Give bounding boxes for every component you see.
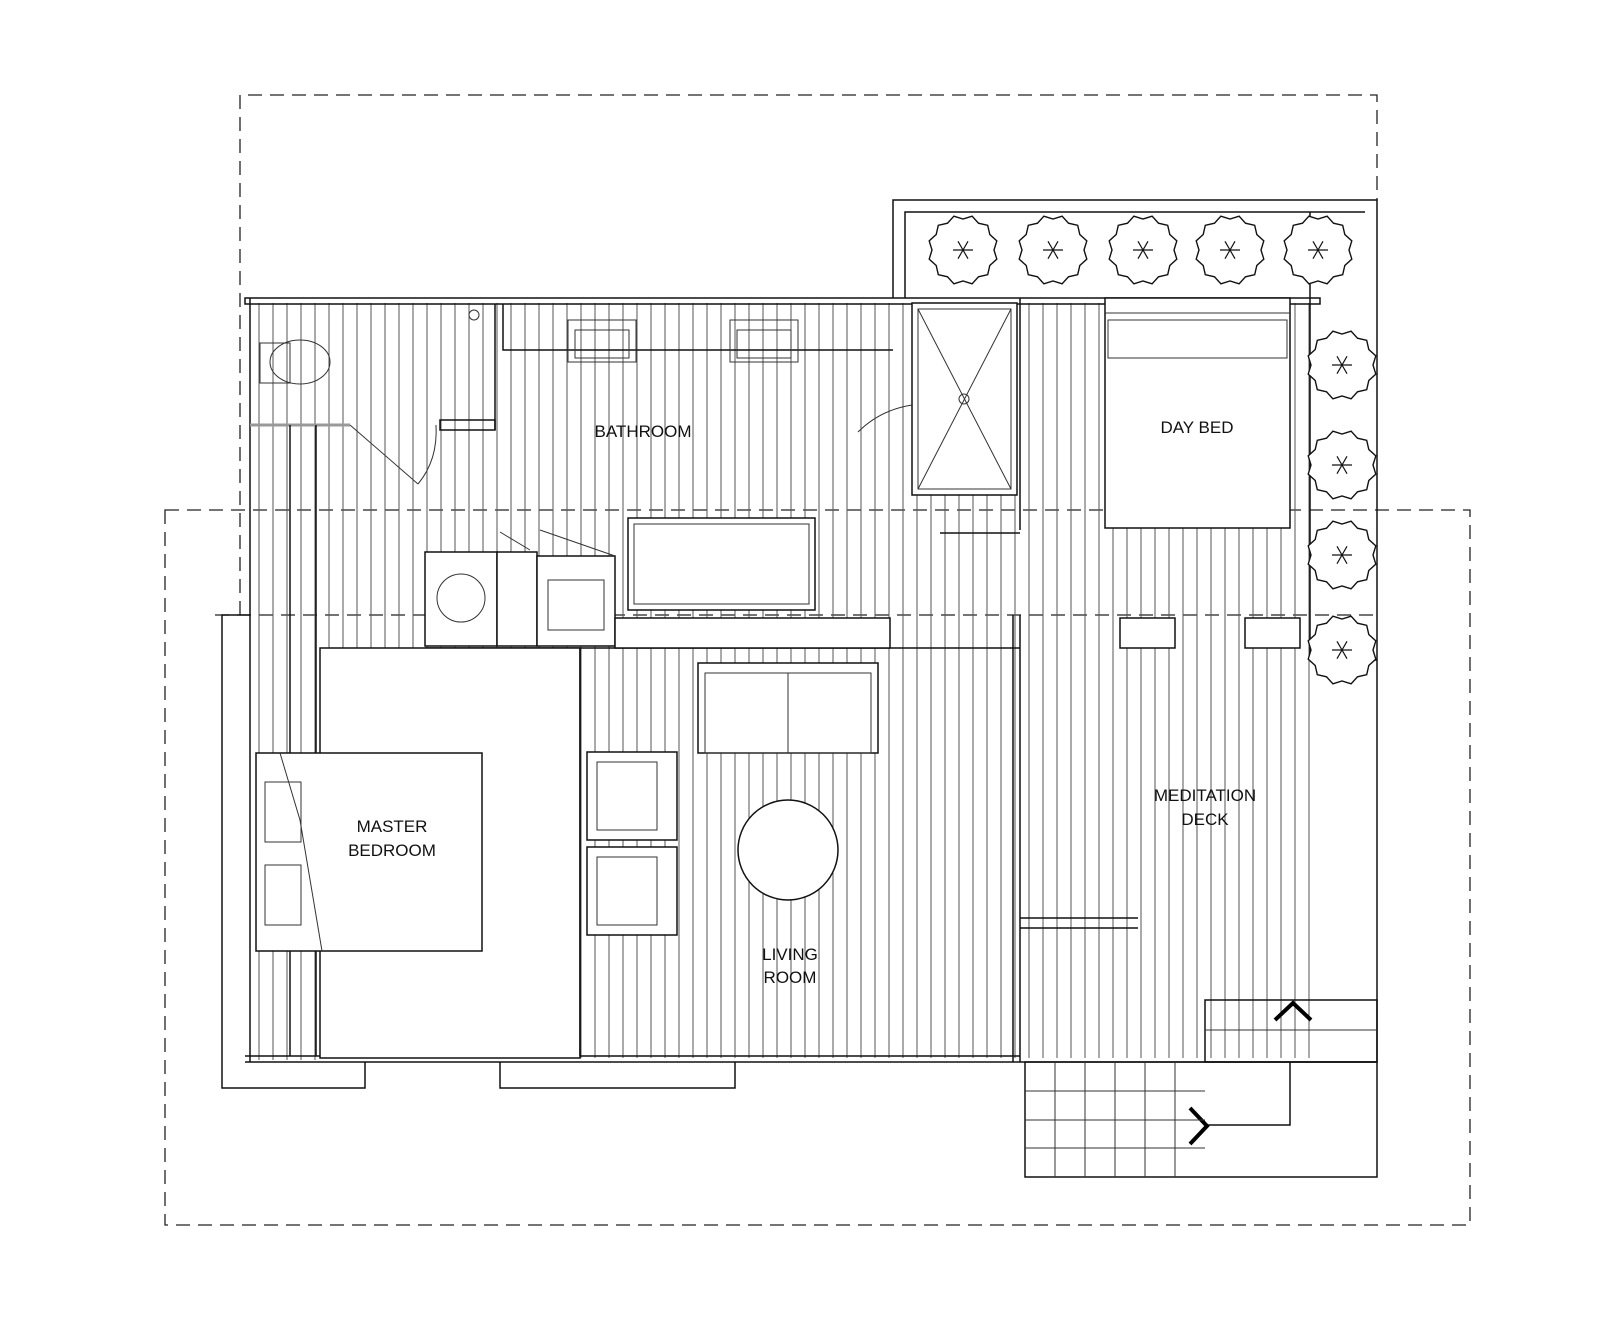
stairs [1024, 999, 1378, 1178]
living-furniture [586, 662, 879, 936]
label-living-room-1: LIVING [762, 945, 818, 964]
shrub-center-icon [1308, 241, 1328, 259]
label-day-bed: DAY BED [1160, 418, 1233, 437]
label-living-room-2: ROOM [764, 968, 817, 987]
label-master-bedroom-2: BEDROOM [348, 841, 436, 860]
label-meditation-deck-1: MEDITATION [1154, 786, 1256, 805]
shrub-center-icon [1133, 241, 1153, 259]
label-master-bedroom-1: MASTER [357, 817, 428, 836]
day-bed [1104, 297, 1291, 529]
shower [857, 302, 1020, 534]
shrub-center-icon [1332, 546, 1352, 564]
shrub-center-icon [1332, 456, 1352, 474]
label-meditation-deck-2: DECK [1181, 810, 1229, 829]
deck-benches [1020, 617, 1301, 929]
master-bed [255, 647, 581, 1059]
label-bathroom: BATHROOM [595, 422, 692, 441]
bathtub [627, 517, 816, 611]
laundry [424, 529, 1020, 649]
shrub-center-icon [1043, 241, 1063, 259]
shrub-center-icon [1332, 356, 1352, 374]
planter-trees [928, 215, 1377, 685]
room-labels: BATHROOM DAY BED MASTER BEDROOM LIVING R… [348, 418, 1256, 987]
vanity [502, 304, 893, 363]
shrub-center-icon [1332, 641, 1352, 659]
shrub-center-icon [953, 241, 973, 259]
shrub-center-icon [1220, 241, 1240, 259]
